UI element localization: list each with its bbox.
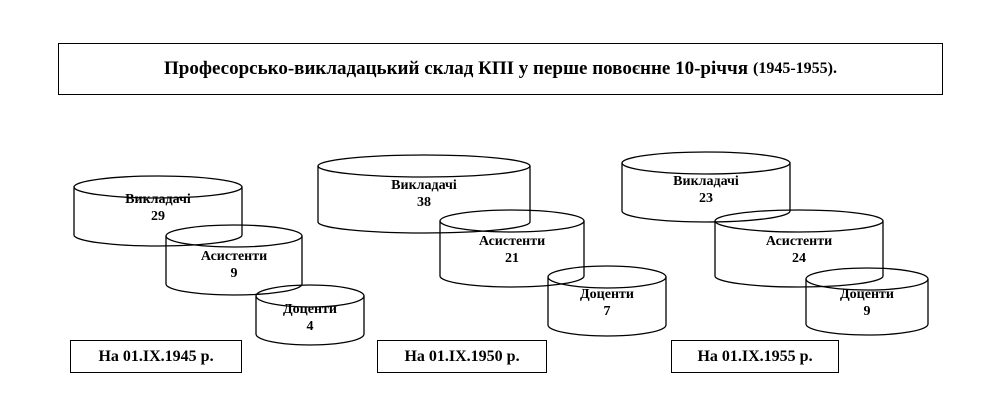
cylinder-label-docents-1: Доценти — [580, 287, 634, 302]
cylinder-value-lecturers-0: 29 — [151, 209, 165, 224]
cylinder-value-assistants-0: 9 — [231, 266, 238, 281]
cylinder-label-assistants-0: Асистенти — [201, 249, 267, 264]
date-box-1950: На 01.IX.1950 р. — [377, 340, 547, 373]
cylinder-docents-0 — [255, 284, 365, 346]
cylinder-value-assistants-2: 24 — [792, 251, 806, 266]
cylinder-value-assistants-1: 21 — [505, 251, 519, 266]
cylinder-label-lecturers-2: Викладачі — [673, 174, 739, 189]
cylinder-label-docents-2: Доценти — [840, 287, 894, 302]
cylinder-label-assistants-1: Асистенти — [479, 234, 545, 249]
cylinder-lecturers-1 — [317, 154, 531, 234]
cylinder-lecturers-0 — [73, 175, 243, 247]
cylinder-docents-1 — [547, 265, 667, 337]
cylinder-label-lecturers-0: Викладачі — [125, 192, 191, 207]
cylinder-value-docents-2: 9 — [864, 304, 871, 319]
cylinder-docents-2 — [805, 267, 929, 336]
cylinder-label-assistants-2: Асистенти — [766, 234, 832, 249]
title-years: (1945-1955). — [753, 60, 837, 77]
date-box-1945: На 01.IX.1945 р. — [70, 340, 242, 373]
cylinder-assistants-1 — [439, 209, 585, 288]
cylinder-assistants-0 — [165, 224, 303, 296]
date-box-1955: На 01.IX.1955 р. — [671, 340, 839, 373]
title-main: Професорсько-викладацький склад КПІ у пе… — [164, 58, 748, 79]
cylinder-value-lecturers-2: 23 — [699, 191, 713, 206]
cylinder-lecturers-2 — [621, 151, 791, 223]
cylinder-label-lecturers-1: Викладачі — [391, 178, 457, 193]
cylinder-label-docents-0: Доценти — [283, 302, 337, 317]
cylinder-value-docents-1: 7 — [604, 304, 611, 319]
cylinder-assistants-2 — [714, 209, 884, 288]
diagram-title: Професорсько-викладацький склад КПІ у пе… — [58, 43, 943, 95]
cylinder-value-docents-0: 4 — [307, 319, 314, 334]
cylinder-value-lecturers-1: 38 — [417, 195, 431, 210]
